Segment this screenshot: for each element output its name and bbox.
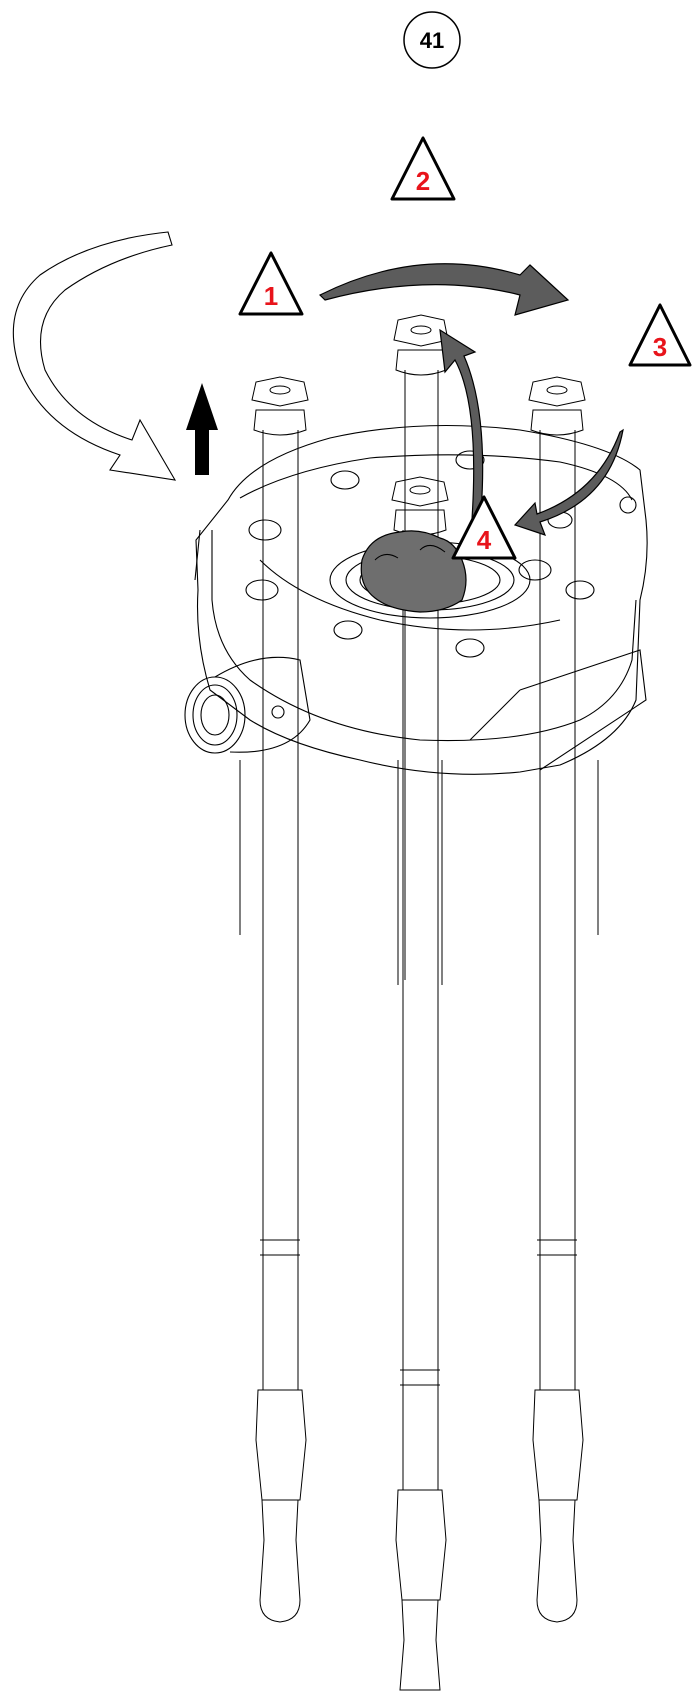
curved-arrow-icon [318,263,570,316]
step-badge: 41 [403,11,461,69]
warning-label-1: 1 [264,281,278,311]
curved-arrow-icon [439,328,484,546]
tie-rod-left [251,376,309,1623]
curved-arrow-icon [513,428,624,536]
warning-label-4: 4 [477,525,492,555]
curved-arrow-icon [12,231,177,481]
tie-rod-right [528,376,586,1623]
pump-housing [184,424,648,775]
step-number: 41 [420,28,444,53]
tie-rods [239,314,599,1691]
warning-triangle-icon: 1 [238,251,304,316]
warning-label-2: 2 [416,166,430,196]
up-arrow-icon [186,383,218,475]
shop-cloth-icon [360,530,467,613]
tie-rod-back [393,314,449,980]
tie-rod-front [391,476,449,1691]
warning-label-3: 3 [653,332,667,362]
warning-triangle-icon: 4 [451,495,517,560]
warning-triangle-icon: 3 [628,303,692,367]
warning-triangle-icon: 2 [390,136,456,201]
